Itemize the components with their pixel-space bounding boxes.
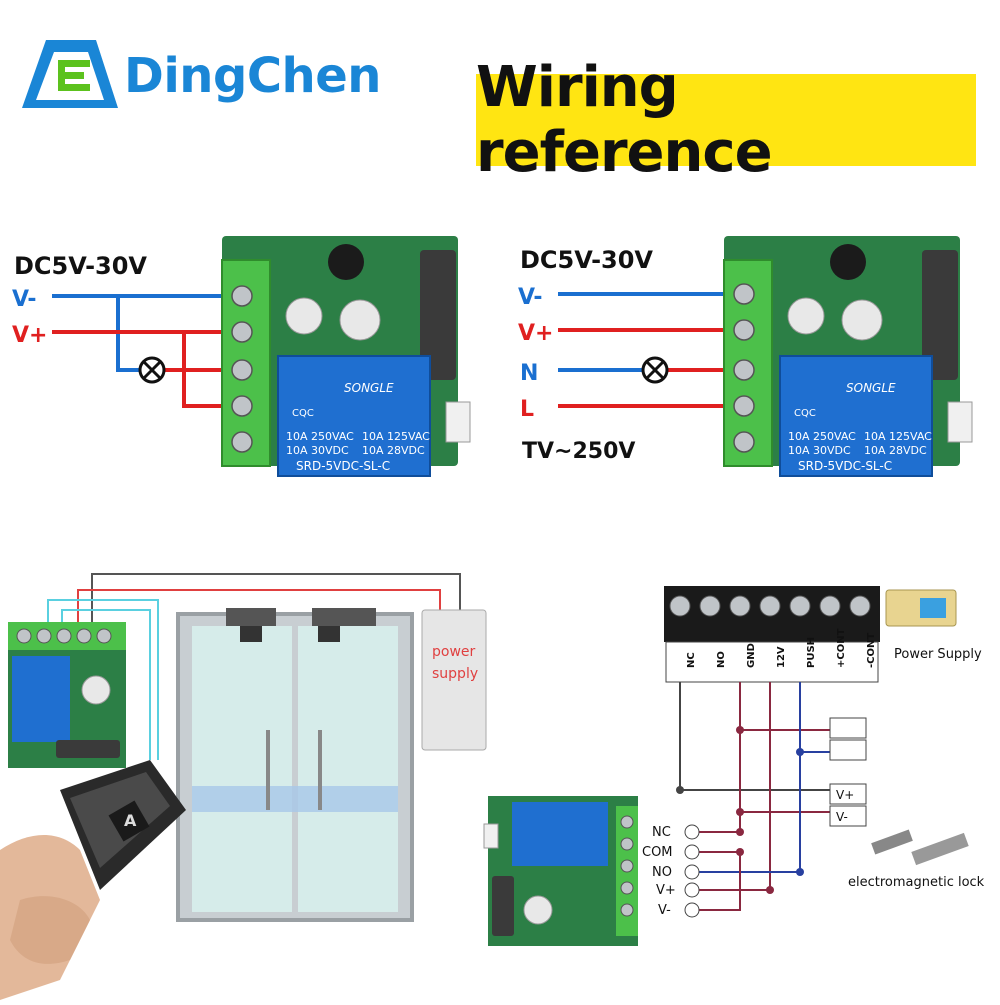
door-relay-module: [8, 622, 126, 768]
pin-label-vneg: V-: [658, 903, 671, 918]
supply-boxes: V+ V-: [829, 717, 867, 827]
brand-name: DingChen: [124, 48, 381, 104]
right-wires: [558, 292, 740, 408]
right-supply-label: DC5V-30V: [520, 246, 653, 274]
right-relay-brand: SONGLE: [846, 381, 896, 395]
pin-label-no: NO: [652, 865, 672, 880]
left-relay-rating-3: 10A 30VDC: [286, 444, 349, 457]
pin-screws: [684, 824, 700, 918]
banner-title: Wiring reference: [476, 55, 773, 185]
pin-label-vpos: V+: [656, 883, 676, 898]
right-relay-rating-2: 10A 125VAC: [864, 430, 932, 443]
left-load-lamp-icon: [138, 356, 166, 384]
lock-relay-module: [483, 796, 638, 946]
left-wire-label-vneg: V-: [12, 287, 37, 312]
terminal-label-no: NO: [716, 651, 727, 668]
title-banner: Wiring reference: [476, 55, 976, 185]
terminal-label-12v: 12V: [776, 646, 787, 668]
pin-label-com: COM: [642, 845, 673, 860]
lock-label: electromagnetic lock: [848, 875, 985, 890]
door-power-supply-line1: power: [432, 644, 476, 660]
terminal-label-nc: NC: [686, 652, 697, 668]
right-relay-rating-1: 10A 250VAC: [788, 430, 856, 443]
right-wire-label-l: L: [520, 397, 534, 422]
left-wire-label-vpos: V+: [12, 323, 47, 348]
right-load-label: TV~250V: [522, 439, 635, 464]
terminal-label-pcont: +CONT: [836, 628, 847, 668]
diagram-left: DC5V-30V V- V+ SONGLE CQ: [0, 220, 490, 500]
junction-dots: [676, 726, 804, 894]
terminal-label-ncont: -CONT: [866, 633, 877, 668]
terminal-block: NC NO GND 12V PUSH +CONT -CONT: [664, 586, 880, 683]
brand-logo-icon: [22, 40, 118, 108]
power-supply-label: Power Supply: [894, 647, 982, 662]
left-supply-label: DC5V-30V: [14, 252, 147, 280]
right-relay-cert: CQC: [794, 408, 816, 419]
left-relay-module: SONGLE CQC 10A 250VAC 10A 125VAC 10A 30V…: [221, 236, 471, 477]
lock-diagram: NC NO GND 12V PUSH +CONT -CONT Power Sup…: [480, 580, 1000, 1000]
brand-logo: [22, 38, 118, 110]
power-supply-icon: [885, 589, 957, 627]
left-relay-cert: CQC: [292, 408, 314, 419]
right-load-lamp-icon: [641, 356, 669, 384]
right-wire-label-n: N: [520, 361, 538, 386]
left-relay-model: SRD-5VDC-SL-C: [296, 459, 390, 473]
right-relay-rating-4: 10A 28VDC: [864, 444, 927, 457]
pin-label-nc: NC: [652, 825, 671, 840]
electromagnetic-lock-icon: [871, 829, 969, 866]
lock-wires: [679, 682, 830, 911]
hand-remote: A: [0, 760, 186, 1000]
glass-doors: [176, 608, 414, 922]
terminal-label-push: PUSH: [806, 637, 817, 668]
right-relay-model: SRD-5VDC-SL-C: [798, 459, 892, 473]
left-relay-rating-1: 10A 250VAC: [286, 430, 354, 443]
right-relay-module: SONGLE CQC 10A 250VAC 10A 125VAC 10A 30V…: [723, 236, 973, 477]
left-relay-rating-4: 10A 28VDC: [362, 444, 425, 457]
diagram-right: DC5V-30V V- V+ N L TV~250V S: [500, 220, 1000, 500]
right-wire-label-vpos: V+: [518, 321, 553, 346]
left-relay-rating-2: 10A 125VAC: [362, 430, 430, 443]
module-pin-labels: NC COM NO V+ V-: [642, 825, 676, 918]
box-label-vpos: V+: [836, 788, 854, 802]
right-wire-label-vneg: V-: [518, 285, 543, 310]
door-illustration: power supply A: [0, 560, 500, 1000]
door-wires: [47, 573, 461, 760]
terminal-label-gnd: GND: [746, 643, 757, 668]
right-relay-rating-3: 10A 30VDC: [788, 444, 851, 457]
remote-button-label: A: [124, 811, 137, 830]
left-wires: [52, 294, 240, 408]
box-label-vneg: V-: [836, 810, 848, 824]
door-power-supply-line2: supply: [432, 666, 478, 682]
left-relay-brand: SONGLE: [344, 381, 394, 395]
power-supply-box: power supply: [421, 609, 487, 751]
